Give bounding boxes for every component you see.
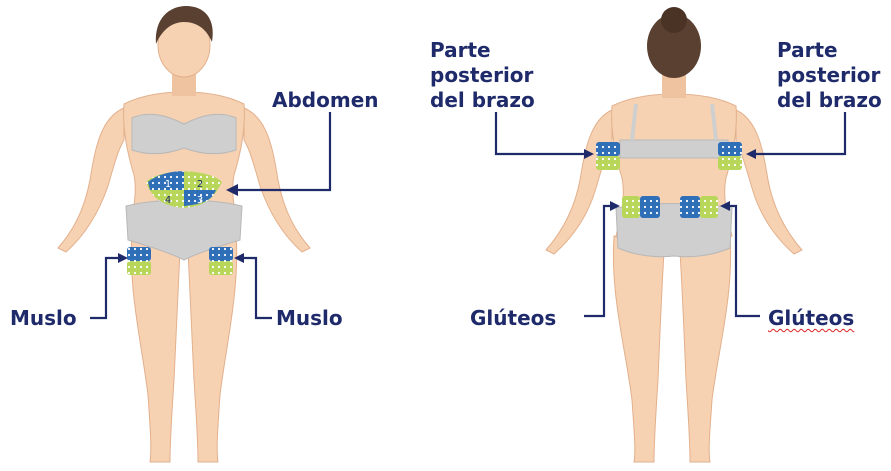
front-right-arm bbox=[244, 108, 310, 252]
abdomen-zone-number-4: 4 bbox=[165, 195, 171, 206]
front-left-arm bbox=[58, 108, 124, 252]
back-right-buttock-injection-zone bbox=[680, 196, 718, 218]
label-upper-arm-left: Parte posterior del brazo bbox=[430, 38, 560, 113]
buttocks-left-pointer bbox=[584, 206, 614, 316]
thigh-left-pointer bbox=[90, 258, 122, 318]
label-abdomen: Abdomen bbox=[272, 88, 379, 113]
back-left-buttock-injection-zone bbox=[622, 196, 660, 218]
label-upper-arm-right: Parte posterior del brazo bbox=[777, 38, 889, 113]
front-body-figure: 1 2 3 4 bbox=[58, 6, 310, 462]
back-right-arm bbox=[736, 110, 802, 254]
abdomen-zone-number-1: 1 bbox=[165, 179, 171, 190]
front-right-thigh-injection-zone bbox=[209, 247, 233, 275]
back-bra-band bbox=[620, 140, 728, 158]
label-thigh-left: Muslo bbox=[10, 306, 77, 331]
back-body-figure bbox=[546, 7, 802, 462]
back-right-upper-arm-injection-zone bbox=[718, 142, 742, 170]
abdomen-zone-number-3: 3 bbox=[197, 195, 203, 206]
upper-arm-left-pointer bbox=[496, 112, 588, 154]
back-left-leg bbox=[613, 236, 664, 462]
label-buttocks-left: Glúteos bbox=[470, 306, 556, 331]
back-left-arm bbox=[546, 110, 612, 254]
back-left-upper-arm-injection-zone bbox=[596, 142, 620, 170]
back-right-leg bbox=[680, 236, 731, 462]
front-left-thigh-injection-zone bbox=[127, 247, 151, 275]
thigh-right-pointer bbox=[240, 258, 272, 318]
back-hair-bun bbox=[661, 7, 687, 33]
upper-arm-right-pointer bbox=[752, 112, 845, 154]
abdomen-zone-number-2: 2 bbox=[197, 179, 203, 190]
label-buttocks-right: Glúteos bbox=[768, 306, 854, 331]
label-thigh-right: Muslo bbox=[276, 306, 343, 331]
